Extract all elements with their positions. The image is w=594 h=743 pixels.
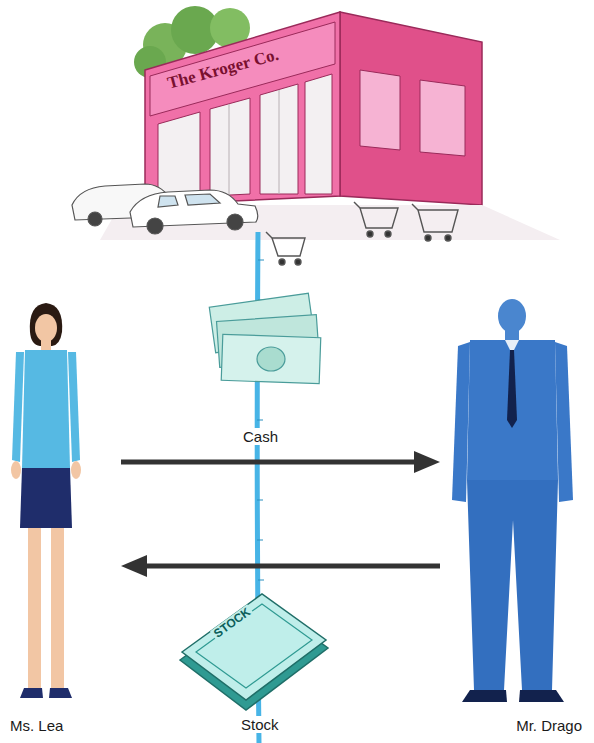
- transfer-arrow: [121, 451, 440, 473]
- shopping-carts: [266, 202, 458, 265]
- cash-bills: [209, 293, 320, 383]
- arrow-shaft: [141, 564, 440, 569]
- certificate-text: STOCK: [210, 604, 255, 642]
- item-label: Cash: [241, 428, 280, 445]
- cars: [72, 184, 258, 234]
- person-name: Ms. Lea: [10, 717, 63, 735]
- arrowhead: [414, 451, 440, 473]
- person-node: Ms. Lea: [4, 285, 116, 739]
- arrowhead: [121, 555, 147, 577]
- stock-certificate: [180, 594, 328, 710]
- transfer-arrow: [121, 555, 440, 577]
- store-sign: The Kroger Co.: [165, 45, 280, 93]
- item-label: Stock: [239, 716, 281, 733]
- person-name: Mr. Drago: [516, 717, 582, 735]
- arrow-shaft: [121, 460, 420, 465]
- man-figure: [452, 299, 573, 702]
- woman-figure: [11, 303, 81, 698]
- person-node: Mr. Drago: [445, 285, 590, 739]
- store-building: [100, 12, 560, 240]
